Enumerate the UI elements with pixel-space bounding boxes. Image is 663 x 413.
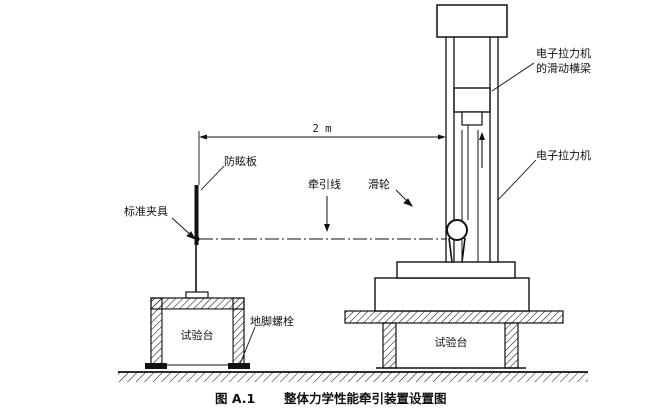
figure-caption: 图 A.1 整体力学性能牵引装置设置图 xyxy=(215,391,447,406)
crossbeam-label-line1: 电子拉力机 xyxy=(536,46,591,60)
clamp-base-plate xyxy=(185,291,209,299)
pulley-support-a xyxy=(448,237,453,263)
pull-line-label: 牵引线 xyxy=(308,177,341,191)
left-test-bench xyxy=(145,291,250,369)
sliding-crossbeam xyxy=(453,87,491,113)
right-test-bench-label: 试验台 xyxy=(435,335,468,349)
leader-lines xyxy=(171,62,537,365)
left-bench-foot-left xyxy=(145,363,167,369)
leader-standard-clamp-head xyxy=(186,231,197,240)
pulley xyxy=(446,219,468,241)
right-bench-slab xyxy=(344,310,564,324)
labels: 防眩板 牵引线 滑轮 标准夹具 电子拉力机 的滑动横梁 电子拉力机 试验台 地脚… xyxy=(124,46,591,349)
standard-clamp xyxy=(194,185,200,292)
dimension-2m: 2 m xyxy=(198,123,447,185)
leader-tensile-machine xyxy=(497,159,537,201)
left-bench-foot-right xyxy=(228,363,250,369)
caption-title: 整体力学性能牵引装置设置图 xyxy=(284,391,447,406)
leader-crossbeam xyxy=(491,62,535,92)
leader-anchor-bolt xyxy=(239,326,256,365)
right-bench-right-leg xyxy=(504,322,519,369)
ground-hatch xyxy=(118,372,588,382)
right-test-bench xyxy=(344,310,564,369)
pulley-support-b xyxy=(461,237,466,263)
dimension-arrow-right xyxy=(438,134,446,140)
anchor-bolt-label: 地脚螺栓 xyxy=(250,314,294,328)
machine-base-lower xyxy=(374,277,530,312)
tensile-machine-label: 电子拉力机 xyxy=(536,148,591,162)
ground xyxy=(118,371,588,382)
caption-number: 图 A.1 xyxy=(215,391,255,406)
right-bench-left-leg xyxy=(382,322,397,369)
left-bench-inner xyxy=(161,308,234,366)
leader-pulley-head xyxy=(403,198,414,207)
shield-plate-label: 防眩板 xyxy=(224,154,257,168)
lift-arrow-head xyxy=(479,132,485,140)
standard-clamp-label: 标准夹具 xyxy=(124,204,168,218)
dimension-label: 2 m xyxy=(313,123,332,135)
tensile-machine xyxy=(374,4,530,312)
left-test-bench-label: 试验台 xyxy=(181,328,214,342)
pull-line xyxy=(199,196,447,240)
dimension-arrow-left xyxy=(199,134,207,140)
clamp-point xyxy=(194,236,200,242)
crossbeam-label-line2: 的滑动横梁 xyxy=(536,61,591,75)
crossbeam-grip xyxy=(461,111,483,126)
machine-right-column xyxy=(489,27,499,263)
shield-plate xyxy=(194,185,199,245)
left-bench-top xyxy=(150,297,245,310)
leader-shield-plate xyxy=(200,165,225,191)
machine-base-upper xyxy=(396,261,516,279)
pulley-label: 滑轮 xyxy=(368,177,390,191)
pull-line-force-arrow-head xyxy=(324,224,330,232)
machine-top-head xyxy=(436,4,508,38)
